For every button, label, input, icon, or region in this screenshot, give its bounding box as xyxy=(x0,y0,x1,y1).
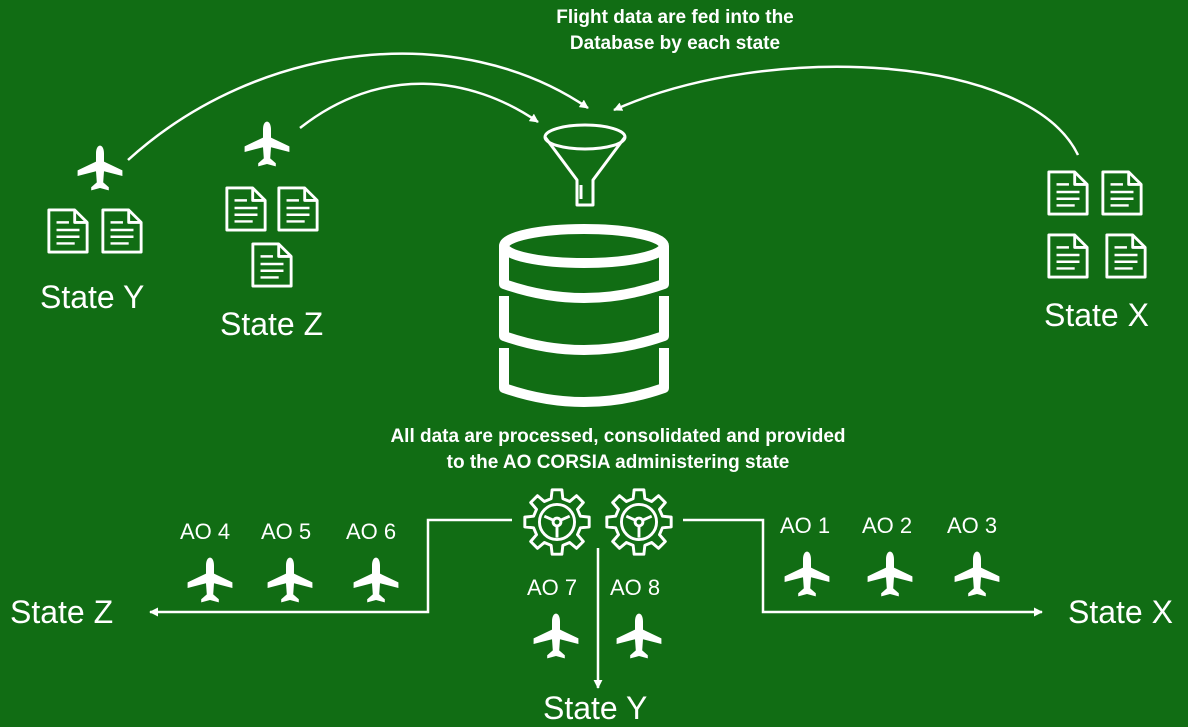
document-icon xyxy=(277,186,319,232)
plane-icon xyxy=(353,557,399,603)
gear-icon xyxy=(523,488,591,556)
plane-icon xyxy=(244,121,290,167)
plane-icon xyxy=(784,551,830,597)
source-state-y-label: State Y xyxy=(40,279,145,315)
ao-7-label: AO 7 xyxy=(527,575,578,600)
ao-8-label: AO 8 xyxy=(610,575,661,600)
destination-state-y-label: State Y xyxy=(543,690,648,726)
plane-icon xyxy=(616,613,662,659)
plane-icon xyxy=(533,613,579,659)
arrow-state-x-to-db xyxy=(613,65,1080,156)
ao-1-label: AO 1 xyxy=(780,513,831,538)
mid-caption-line2: to the AO CORSIA administering state xyxy=(446,452,790,473)
ao-3-label: AO 3 xyxy=(947,513,998,538)
ao-5-label: AO 5 xyxy=(261,519,312,544)
document-icon xyxy=(47,208,89,254)
top-caption-line2: Database by each state xyxy=(569,33,781,54)
arrow-to-state-z xyxy=(149,518,512,617)
funnel-icon xyxy=(543,123,627,207)
plane-icon xyxy=(867,551,913,597)
ao-6-label: AO 6 xyxy=(346,519,397,544)
arrow-to-state-x xyxy=(683,518,1043,617)
ao-4-label: AO 4 xyxy=(180,519,231,544)
arrow-state-z-to-db xyxy=(299,82,539,129)
document-icon xyxy=(251,242,293,288)
plane-icon xyxy=(267,557,313,603)
destination-state-x-label: State X xyxy=(1068,594,1173,630)
database-icon xyxy=(499,224,669,407)
top-caption-line1: Flight data are fed into the xyxy=(556,7,794,28)
document-icon xyxy=(101,208,143,254)
document-icon xyxy=(1105,233,1147,279)
plane-icon xyxy=(187,557,233,603)
top-caption: Flight data are fed into the Database by… xyxy=(420,5,930,57)
document-icon xyxy=(1047,233,1089,279)
arrow-state-y-to-db xyxy=(127,52,589,161)
mid-caption-line1: All data are processed, consolidated and… xyxy=(390,426,846,447)
document-icon xyxy=(225,186,267,232)
gear-icon xyxy=(605,488,673,556)
ao-2-label: AO 2 xyxy=(862,513,913,538)
destination-state-z-label: State Z xyxy=(10,594,114,630)
source-state-x-label: State X xyxy=(1044,297,1149,333)
document-icon xyxy=(1047,170,1089,216)
source-state-z-label: State Z xyxy=(220,306,324,342)
mid-caption: All data are processed, consolidated and… xyxy=(318,424,918,476)
plane-icon xyxy=(77,145,123,191)
document-icon xyxy=(1101,170,1143,216)
plane-icon xyxy=(954,551,1000,597)
